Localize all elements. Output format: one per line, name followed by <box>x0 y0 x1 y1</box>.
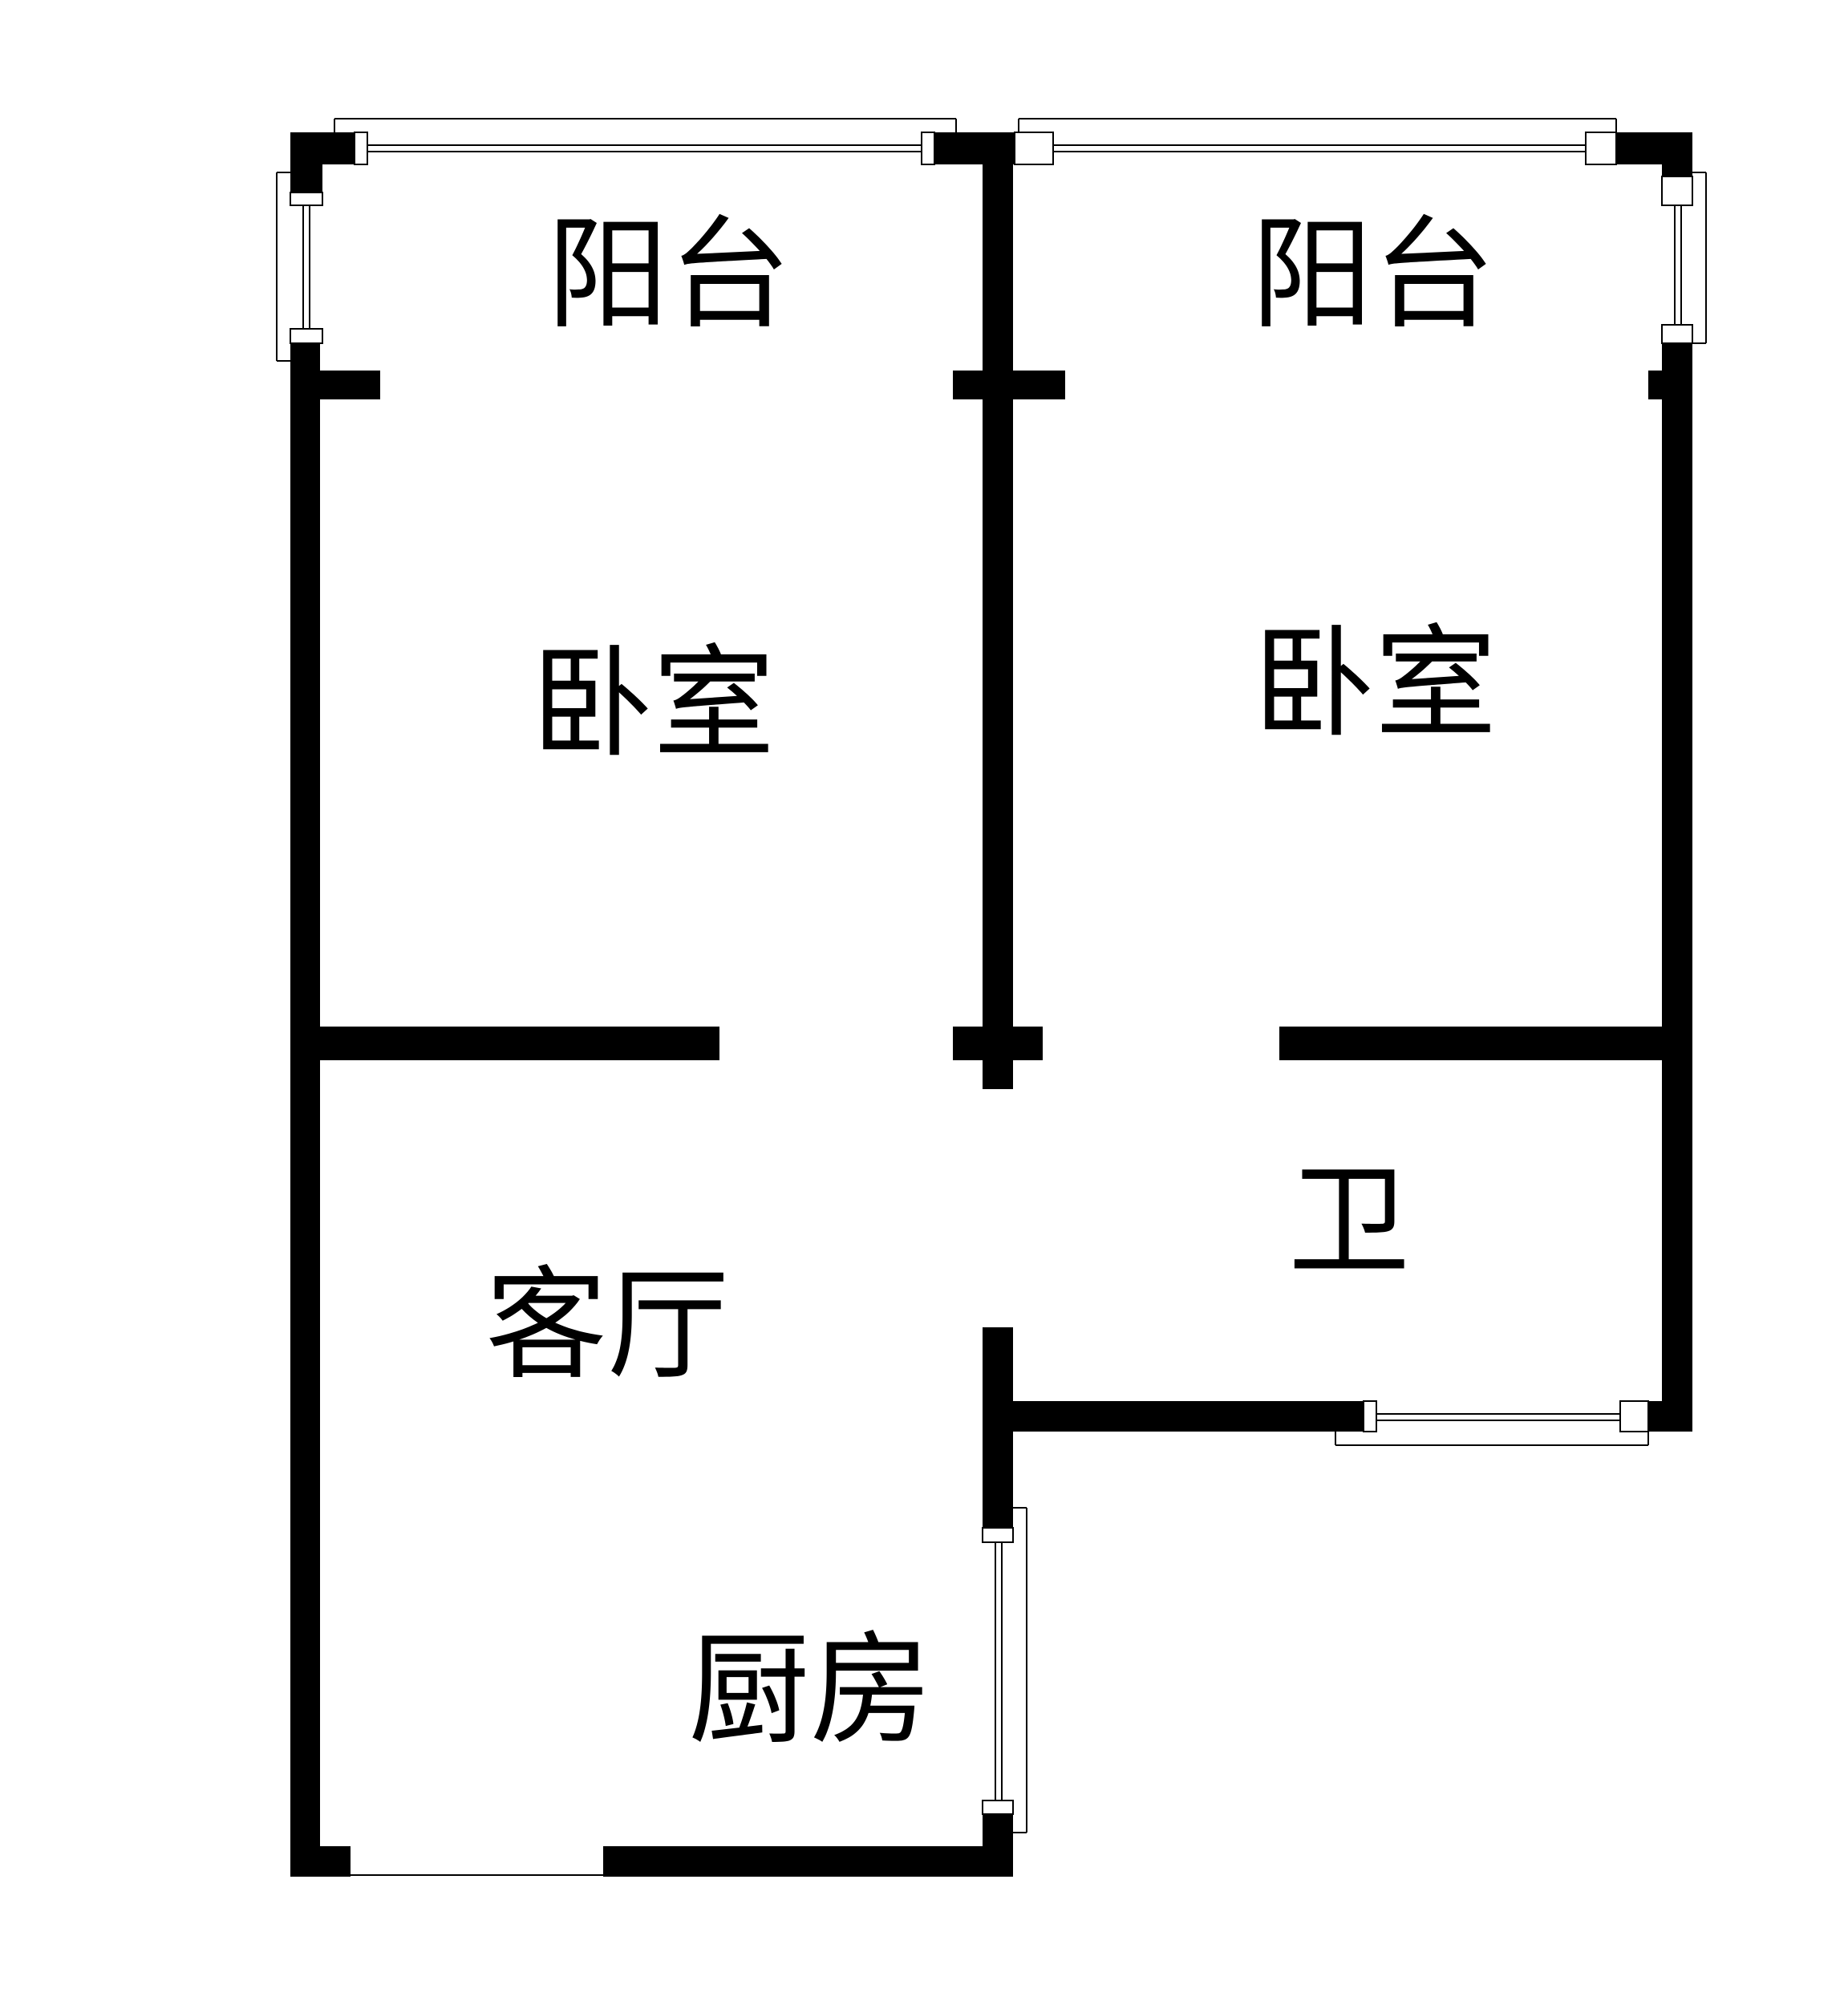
label-balcony-left: 阳台 <box>547 204 791 346</box>
wall-center-partition <box>983 132 1013 1089</box>
wall-stub-center-bottom <box>953 1027 1043 1060</box>
wall-bathroom-south-corner <box>1648 1401 1692 1432</box>
wall-bottom-left <box>290 1846 351 1877</box>
label-bathroom: 卫 <box>1288 1150 1410 1292</box>
wall-bedroom-left-bottom <box>320 1027 719 1060</box>
window-top-right <box>1014 118 1617 165</box>
label-kitchen: 厨房 <box>688 1619 932 1761</box>
window-top-left <box>334 118 957 165</box>
wall-stub-right-bedroom <box>1648 371 1672 399</box>
label-balcony-right: 阳台 <box>1251 204 1495 346</box>
window-right-side <box>1661 172 1707 344</box>
windows <box>276 118 1707 1876</box>
wall-right-outer <box>1662 343 1692 1431</box>
room-labels: 阳台 阳台 卧室 卧室 客厅 卫 厨房 <box>485 204 1497 1761</box>
walls <box>290 132 1692 1877</box>
window-bathroom <box>1335 1400 1649 1446</box>
wall-bottom-right <box>603 1846 1013 1877</box>
wall-left-outer <box>290 343 320 1877</box>
wall-corner-top-right-post <box>1662 132 1692 176</box>
wall-stub-center-top <box>953 371 1065 399</box>
wall-stub-left-bedroom <box>320 371 380 399</box>
wall-bedroom-right-bottom <box>1279 1027 1662 1060</box>
wall-corner-top-left-post <box>290 132 322 192</box>
label-bedroom-right: 卧室 <box>1253 613 1497 755</box>
wall-bathroom-south <box>983 1401 1364 1432</box>
wall-kitchen-east-upper <box>983 1327 1013 1528</box>
label-living-room: 客厅 <box>485 1254 729 1396</box>
window-left-side <box>276 172 323 362</box>
label-bedroom-left: 卧室 <box>531 633 775 775</box>
window-kitchen <box>982 1507 1027 1833</box>
